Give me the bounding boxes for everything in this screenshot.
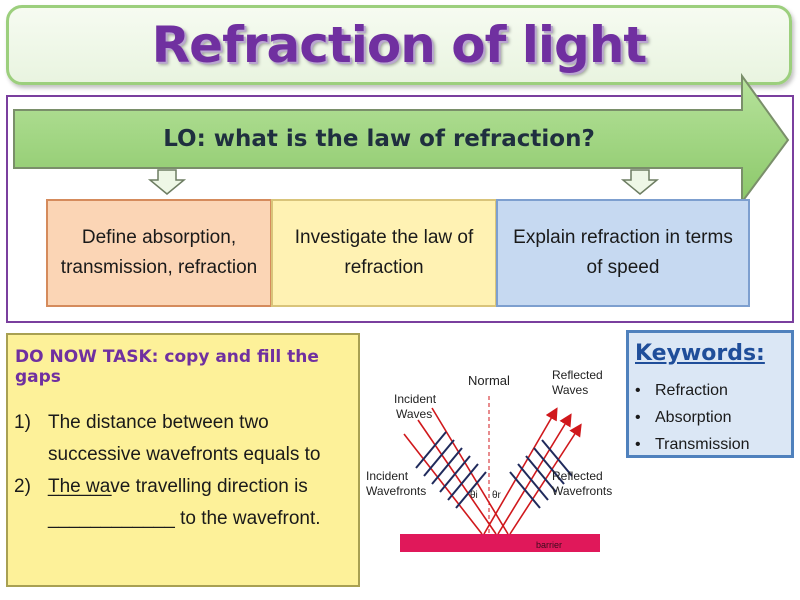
down-arrow-icon [147,169,187,195]
keywords-title: Keywords: [635,341,765,366]
reflected-ray [497,413,572,535]
keyword-item: Absorption [635,404,750,431]
reflected-ray [483,407,558,535]
theta-i-label: θi [470,490,478,501]
keyword-item: Refraction [635,377,750,404]
barrier-bar [400,534,600,552]
page-title: Refraction of light [151,16,648,74]
objective-explain: Explain refraction in terms of speed [496,199,750,307]
keywords-box: Keywords: Refraction Absorption Transmis… [626,330,794,458]
reflection-diagram: barrier Normal Incident Waves Reflected … [366,368,612,552]
learning-objective-text: LO: what is the law of refraction? [163,126,595,152]
incident-wavefronts-label: Wavefronts [366,484,426,498]
incident-waves-label: Incident [394,392,437,406]
reflected-wavefronts-label: Reflected [552,469,603,483]
reflected-wavefronts [509,439,573,509]
lo-arrow [13,72,790,206]
reflected-waves-label: Waves [552,383,588,397]
down-arrow-icon [620,169,660,195]
do-now-title: DO NOW TASK: copy and fill the gaps [15,347,319,387]
incident-wavefronts [415,431,487,509]
normal-label: Normal [468,373,510,388]
objective-investigate: Investigate the law of refraction [271,199,497,307]
incident-waves-label: Waves [396,407,432,421]
title-banner: Refraction of light [6,5,792,85]
do-now-task-box: DO NOW TASK: copy and fill the gaps 1) T… [6,333,360,587]
incident-ray [403,433,483,535]
barrier-label: barrier [536,540,562,550]
reflected-wavefronts-label: Wavefronts [552,484,612,498]
objective-define: Define absorption, transmission, refract… [46,199,272,307]
keyword-item: Transmission [635,431,750,458]
incident-wavefronts-label: Incident [366,469,409,483]
keywords-list: Refraction Absorption Transmission [635,377,750,458]
reflected-waves-label: Reflected [552,368,603,382]
incident-ray [417,419,497,535]
theta-r-label: θr [492,490,502,501]
